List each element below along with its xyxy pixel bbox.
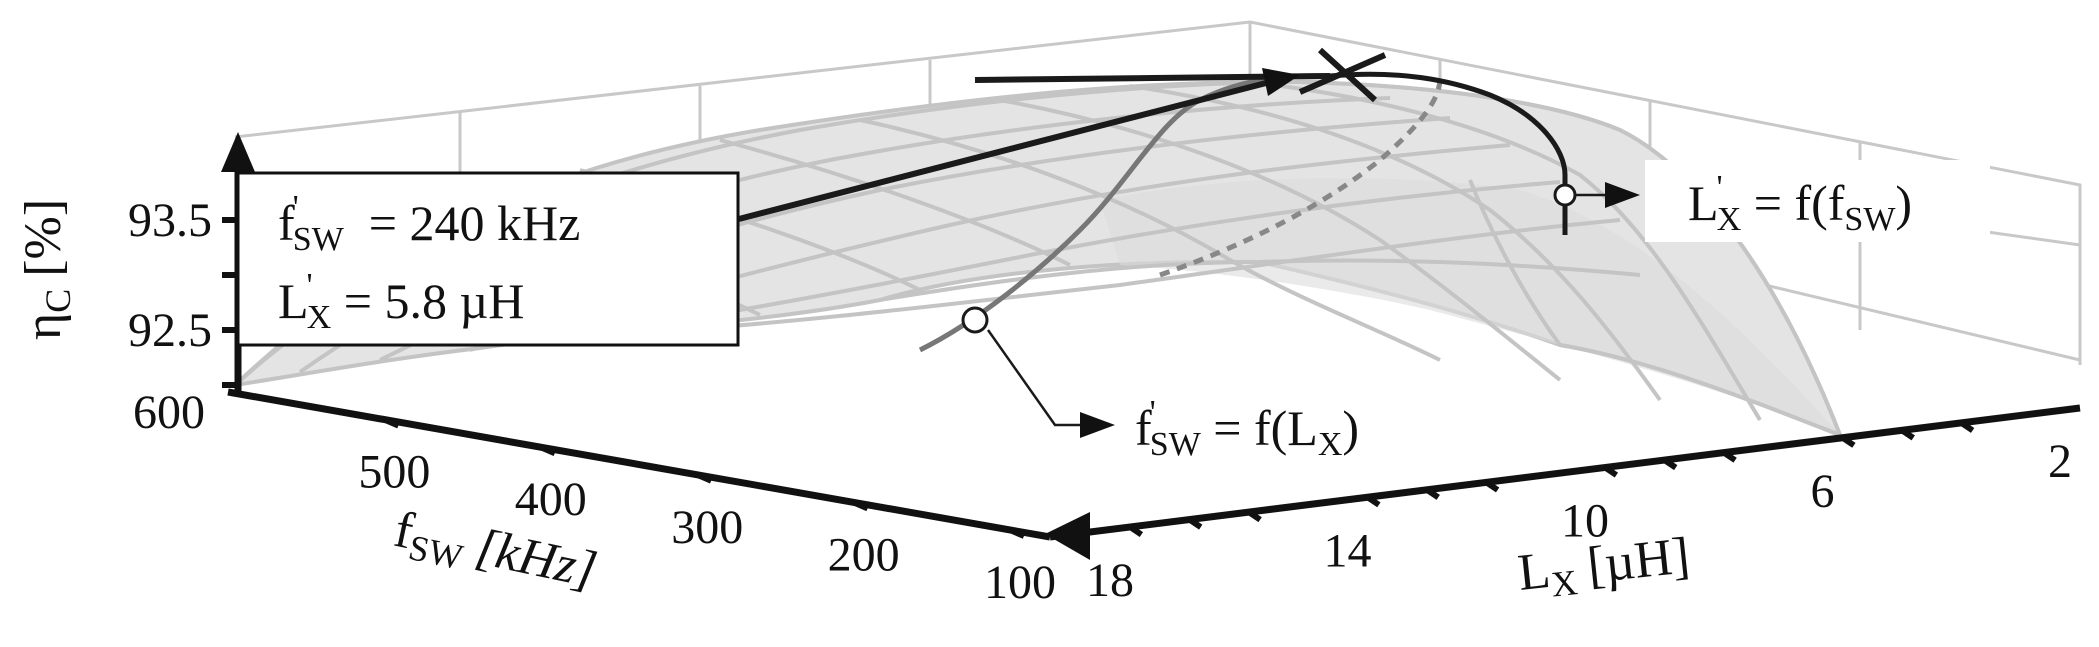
y-axis-label: LX[µH]	[1515, 527, 1693, 608]
mesh-line	[719, 138, 1071, 267]
z-tick-label: 93.5	[128, 194, 212, 247]
y-tick-mark	[1662, 457, 1678, 471]
y-tick-mark	[1958, 419, 1975, 433]
optimum-arrow-line	[734, 79, 1271, 223]
marker-lx-of-fsw	[1553, 183, 1577, 207]
y-tick-mark	[1721, 449, 1737, 463]
lx-of-fsw-label-bg	[1645, 160, 1990, 242]
efficiency-surface	[228, 78, 1844, 439]
mesh-line	[879, 258, 1641, 302]
x-axis-tick-labels: 600 500 400 300 200 100	[133, 386, 1056, 609]
mesh-line	[1559, 343, 1841, 437]
marker-fsw-of-lx	[961, 306, 989, 334]
z-axis-arrowhead	[221, 132, 255, 172]
y-tick-label: 6	[1811, 465, 1835, 518]
x-tick-label: 300	[671, 501, 743, 554]
y-tick-mark	[1187, 516, 1203, 530]
y-tick-mark	[1127, 524, 1144, 538]
mesh-line	[859, 118, 1441, 362]
x-axis-line	[227, 388, 1051, 541]
optimum-fsw-text: f'SW = 240 kHz	[278, 189, 580, 258]
z-axis-label: ηC[%]	[15, 199, 78, 340]
y-tick-label: 18	[1086, 554, 1134, 607]
y-axis-arrowhead	[1045, 512, 1090, 560]
x-tick-label: 200	[828, 528, 900, 581]
mesh-line	[999, 98, 1562, 382]
x-tick-mark	[1008, 527, 1026, 539]
z-axis-tick-labels: 93.5 92.5	[128, 194, 212, 357]
box-top-edge	[234, 20, 2082, 365]
lx-of-fsw-label: L'X = f(fSW)	[1688, 169, 1912, 238]
mesh-line	[679, 218, 1621, 332]
optimum-annotation-box	[236, 171, 740, 347]
x-tick-mark	[696, 472, 713, 484]
y-tick-mark	[1840, 434, 1856, 448]
fsw-of-lx-label: f'SW = f(LX)	[1135, 394, 1359, 463]
x-axis-tick-marks	[383, 416, 1026, 539]
mesh-line	[1299, 80, 1842, 436]
y-tick-mark	[1246, 509, 1262, 523]
optimum-lx-text: L'X = 5.8 µH	[278, 267, 524, 336]
curve-dashed-optimum	[1159, 77, 1443, 278]
z-tick-label: 92.5	[128, 304, 212, 357]
x-tick-label: 500	[358, 446, 430, 499]
y-axis-line	[1049, 404, 2081, 541]
y-tick-label: 10	[1561, 495, 1609, 548]
y-tick-mark	[1899, 427, 1915, 441]
callout-fsw-of-lx-arrowhead	[1080, 412, 1115, 438]
y-tick-mark	[1483, 479, 1500, 493]
mesh-line	[1129, 84, 1662, 402]
y-tick-mark	[1365, 494, 1381, 508]
x-tick-mark	[852, 499, 869, 512]
callout-fsw-of-lx	[986, 329, 1090, 427]
y-axis-tick-labels: 18 14 10 6 2	[1086, 435, 2072, 607]
y-tick-mark	[1602, 464, 1619, 478]
mesh-line	[1229, 78, 1762, 422]
callout-lx-of-fsw-arrowhead	[1605, 182, 1640, 208]
optimum-cross-marker	[1298, 47, 1387, 103]
x-tick-label: 400	[515, 473, 587, 526]
mesh-line	[1468, 179, 1562, 347]
optimum-annotation: f'SW = 240 kHz L'X = 5.8 µH	[236, 171, 740, 347]
optimum-arrowhead	[1262, 68, 1300, 96]
x-tick-mark	[539, 444, 556, 456]
curve-lx-of-fsw	[1329, 71, 1568, 235]
y-tick-mark	[1424, 486, 1440, 500]
y-tick-label: 14	[1324, 524, 1372, 577]
z-axis-tick-marks	[222, 217, 238, 388]
y-axis-tick-marks	[1127, 419, 1975, 538]
x-tick-label: 100	[984, 556, 1056, 609]
x-tick-label: 600	[133, 386, 205, 439]
y-tick-label: 2	[2048, 435, 2072, 488]
x-tick-mark	[383, 416, 400, 429]
